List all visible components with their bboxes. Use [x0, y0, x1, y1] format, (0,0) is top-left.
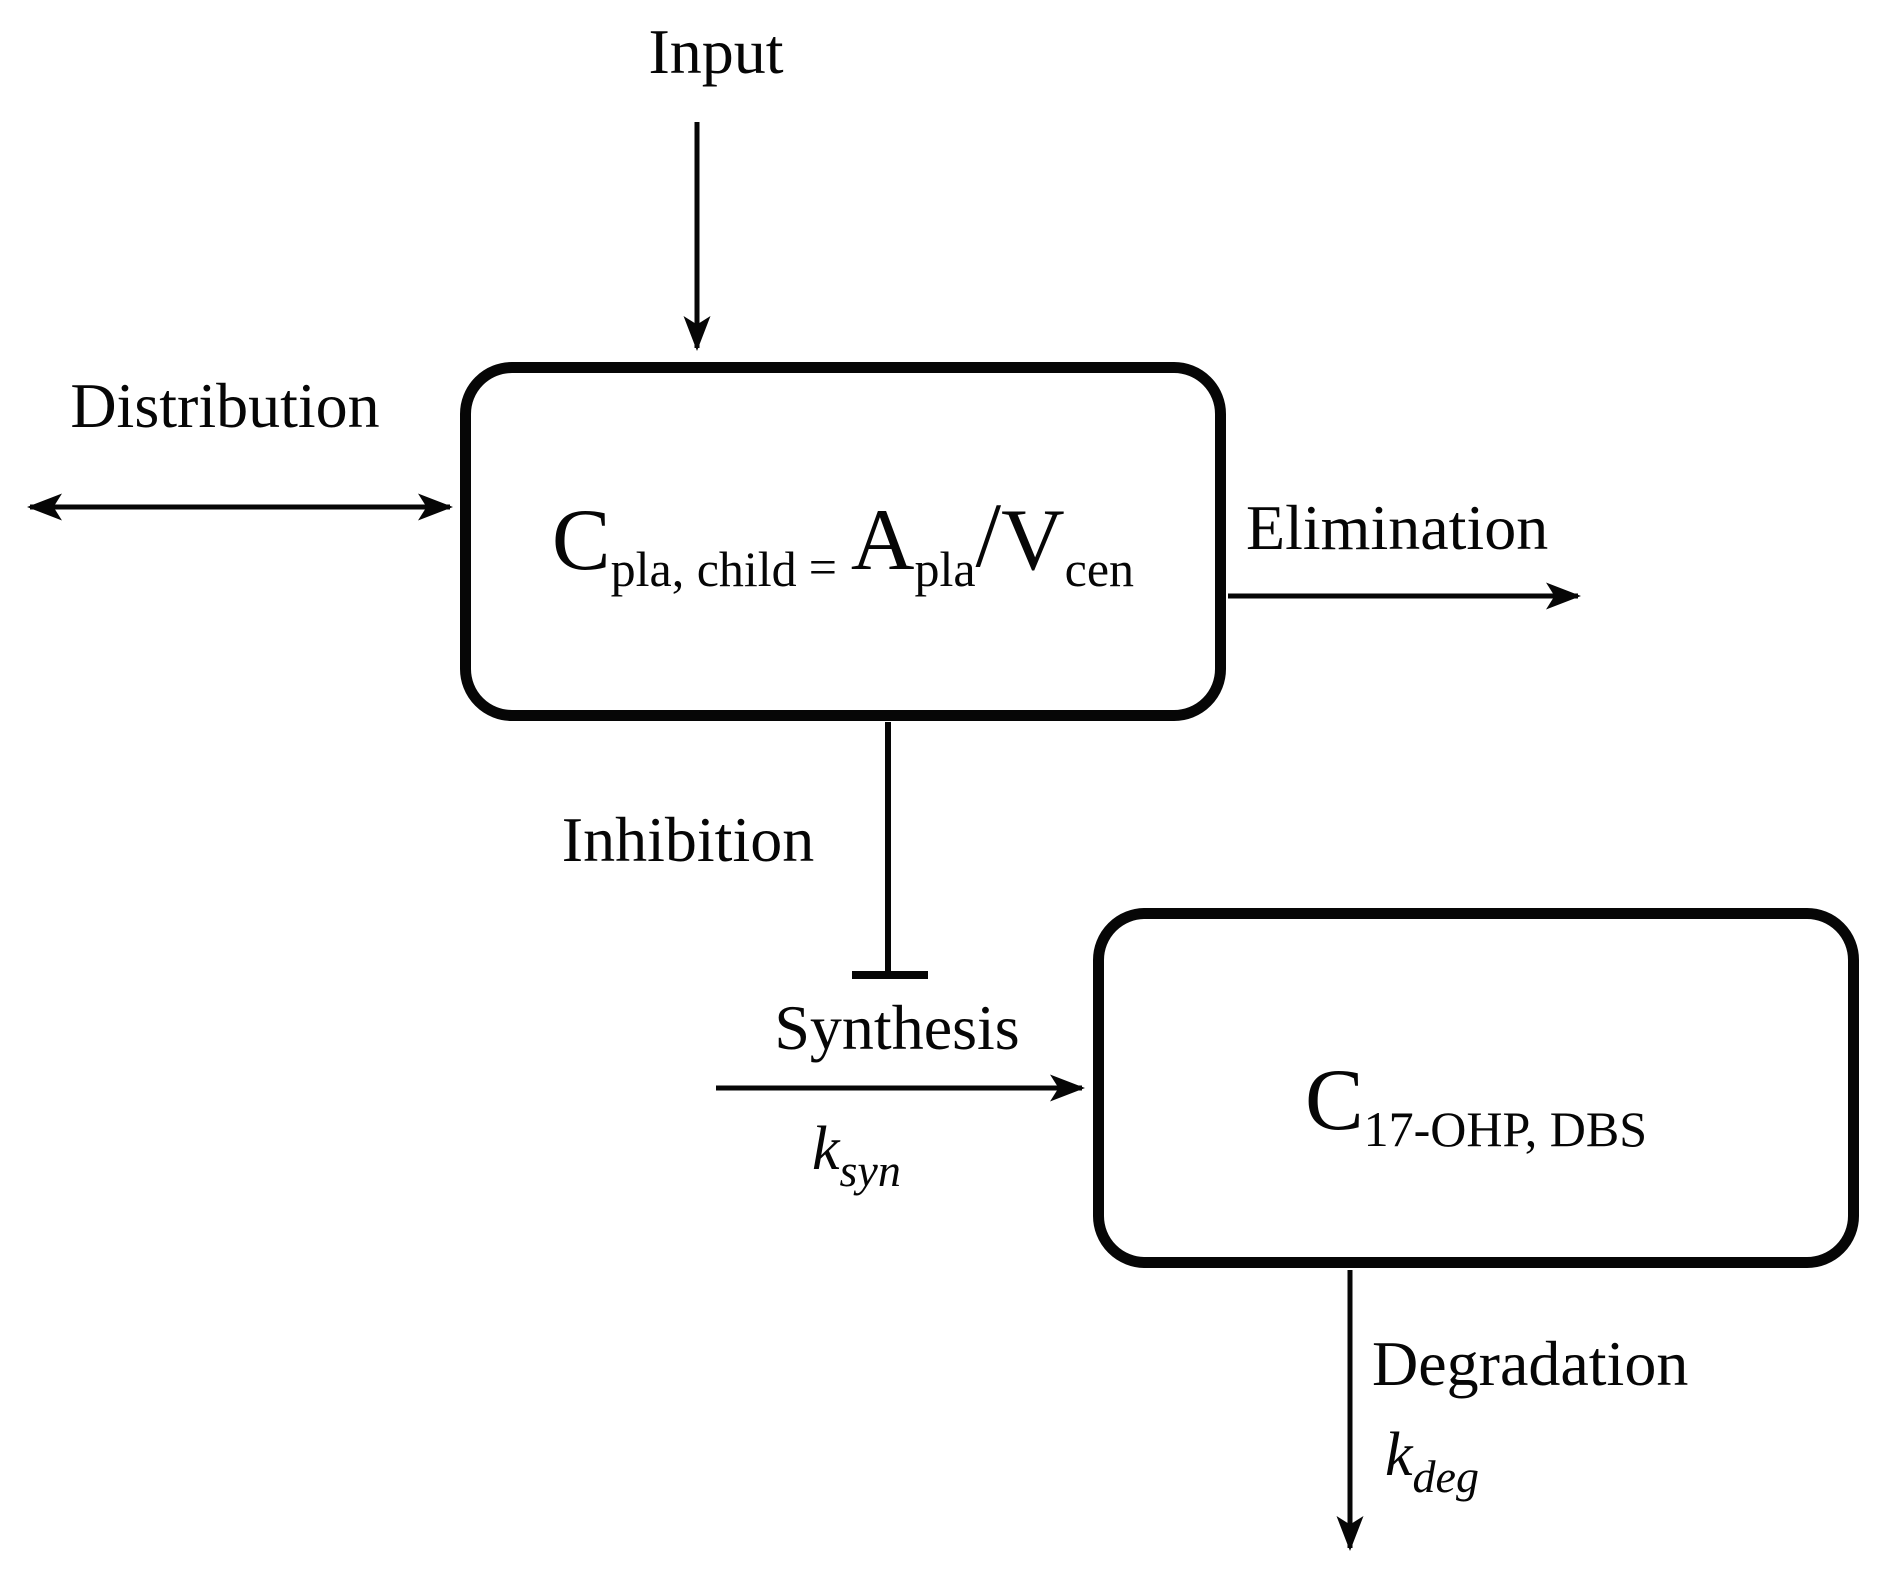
- k-syn-label: ksyn: [812, 1115, 901, 1193]
- inhibition-label: Inhibition: [561, 804, 815, 875]
- distribution-label: Distribution: [70, 370, 380, 441]
- input-label: Input: [648, 16, 784, 87]
- eq-plasma-V-subscript: cen: [1064, 541, 1135, 597]
- eq-dbs-C-subscript: 17-OHP, DBS: [1363, 1101, 1648, 1157]
- eq-plasma-V: V: [1001, 492, 1065, 589]
- k-deg-base: k: [1385, 1421, 1413, 1489]
- eq-plasma-C: C: [551, 492, 611, 589]
- eq-plasma-A-subscript: pla: [914, 541, 976, 597]
- plasma-equation: Cpla, child=Apla/Vcen: [552, 489, 1134, 594]
- k-deg-subscript: deg: [1412, 1450, 1479, 1502]
- dbs-compartment-box: C17-OHP, DBS: [1093, 908, 1859, 1268]
- eq-plasma-equals: =: [808, 539, 837, 595]
- eq-plasma-C-subscript: pla, child: [610, 541, 797, 597]
- elimination-label: Elimination: [1246, 492, 1549, 563]
- dbs-equation: C17-OHP, DBS: [1305, 1057, 1647, 1155]
- k-syn-subscript: syn: [839, 1144, 901, 1196]
- synthesis-label: Synthesis: [774, 992, 1020, 1063]
- eq-dbs-C: C: [1304, 1052, 1364, 1149]
- eq-plasma-slash: /: [975, 484, 1002, 587]
- degradation-label: Degradation: [1372, 1328, 1689, 1399]
- plasma-compartment-box: Cpla, child=Apla/Vcen: [460, 362, 1226, 721]
- k-deg-label: kdeg: [1385, 1421, 1479, 1499]
- eq-plasma-A: A: [850, 492, 915, 589]
- k-syn-base: k: [812, 1115, 840, 1183]
